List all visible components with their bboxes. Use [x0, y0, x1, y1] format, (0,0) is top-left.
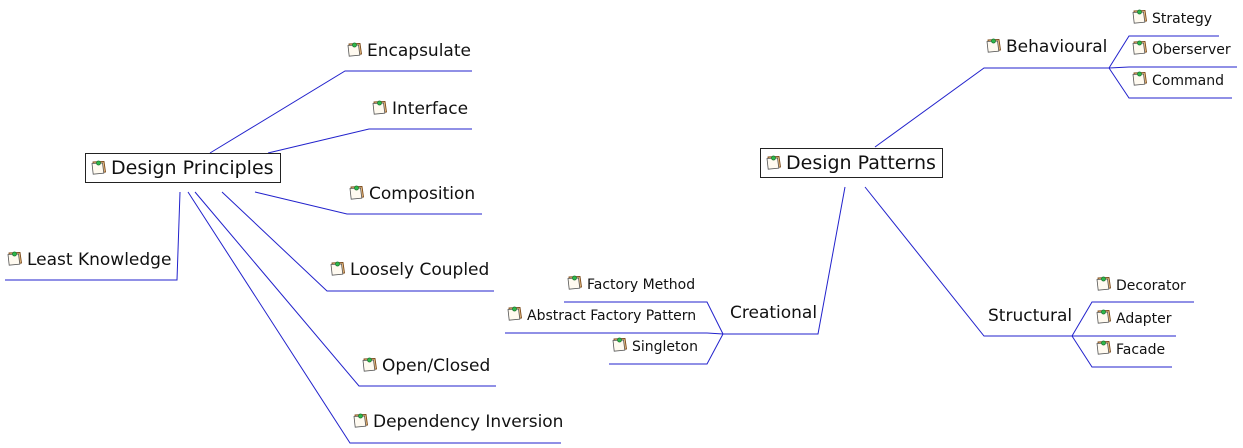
topic-label: Composition — [369, 184, 476, 204]
note-icon — [352, 413, 369, 428]
connector-decorator — [1071, 301, 1194, 337]
topic-open-closed[interactable]: Open/Closed — [361, 356, 490, 376]
connector-abstract-factory — [505, 332, 724, 335]
topic-label: Loosely Coupled — [350, 260, 490, 280]
note-icon — [985, 38, 1002, 53]
connector-dependency-inversion — [187, 191, 561, 444]
note-icon — [1131, 9, 1148, 24]
topic-behavioural[interactable]: Behavioural — [985, 37, 1107, 57]
topic-label: Factory Method — [587, 277, 696, 293]
topic-label: Decorator — [1116, 278, 1186, 294]
note-icon — [348, 185, 365, 200]
design-patterns-label: Design Patterns — [786, 152, 936, 174]
topic-loosely-coupled[interactable]: Loosely Coupled — [329, 260, 489, 280]
topic-label: Structural — [988, 306, 1073, 326]
note-icon — [506, 306, 523, 321]
note-icon — [90, 160, 107, 175]
note-icon — [6, 251, 23, 266]
topic-interface[interactable]: Interface — [371, 99, 468, 119]
connector-creational — [723, 186, 846, 335]
connector-open-closed — [194, 191, 496, 387]
connector-command — [1108, 67, 1232, 99]
design-principles-node[interactable]: Design Principles — [85, 153, 281, 183]
topic-label: Command — [1152, 73, 1224, 89]
topic-strategy[interactable]: Strategy — [1131, 9, 1212, 27]
note-icon — [611, 337, 628, 352]
connector-observer — [1108, 66, 1237, 69]
topic-decorator[interactable]: Decorator — [1095, 276, 1186, 294]
note-icon — [1095, 340, 1112, 355]
topic-label: Least Knowledge — [27, 250, 172, 270]
topic-composition[interactable]: Composition — [348, 184, 475, 204]
note-icon — [1095, 309, 1112, 324]
topic-encapsulate[interactable]: Encapsulate — [346, 41, 471, 61]
topic-abstract-factory-pattern[interactable]: Abstract Factory Pattern — [506, 306, 696, 324]
topic-command[interactable]: Command — [1131, 71, 1224, 89]
design-principles-label: Design Principles — [111, 157, 274, 179]
topic-facade[interactable]: Facade — [1095, 340, 1165, 358]
note-icon — [1131, 40, 1148, 55]
connector-strategy — [1108, 35, 1219, 69]
topic-label: Open/Closed — [382, 356, 491, 376]
connector-least-knowledge — [5, 191, 181, 281]
note-icon — [329, 261, 346, 276]
topic-adapter[interactable]: Adapter — [1095, 309, 1172, 327]
topic-singleton[interactable]: Singleton — [611, 337, 698, 355]
connector-facade — [1071, 335, 1172, 368]
topic-label: Abstract Factory Pattern — [527, 308, 697, 324]
connector-loosely-coupled — [221, 191, 494, 292]
topic-label: Behavioural — [1006, 37, 1108, 57]
connector-composition — [254, 191, 482, 215]
connector-singleton — [609, 333, 724, 365]
topic-label: Strategy — [1152, 11, 1212, 27]
connector-factory-method — [564, 301, 724, 335]
note-icon — [346, 42, 363, 57]
note-icon — [361, 357, 378, 372]
topic-label: Facade — [1116, 342, 1166, 358]
topic-label: Dependency Inversion — [373, 412, 564, 432]
topic-least-knowledge[interactable]: Least Knowledge — [6, 250, 171, 270]
topic-structural[interactable]: Structural — [988, 306, 1072, 326]
note-icon — [566, 275, 583, 290]
topic-label: Oberserver — [1152, 42, 1231, 58]
topic-creational[interactable]: Creational — [730, 303, 817, 323]
note-icon — [1131, 71, 1148, 86]
topic-factory-method[interactable]: Factory Method — [566, 275, 695, 293]
note-icon — [1095, 276, 1112, 291]
note-icon — [371, 100, 388, 115]
topic-label: Singleton — [632, 339, 698, 355]
topic-label: Interface — [392, 99, 469, 119]
topic-label: Creational — [730, 303, 818, 323]
connector-behavioural — [874, 67, 1109, 148]
topic-oberserver[interactable]: Oberserver — [1131, 40, 1231, 58]
connector-structural — [864, 186, 1072, 337]
topic-dependency-inversion[interactable]: Dependency Inversion — [352, 412, 563, 432]
connector-interface — [267, 128, 472, 154]
note-icon — [765, 155, 782, 170]
topic-label: Adapter — [1116, 311, 1172, 327]
connector-encapsulate — [209, 70, 472, 154]
design-patterns-node[interactable]: Design Patterns — [760, 148, 943, 178]
topic-label: Encapsulate — [367, 41, 471, 61]
